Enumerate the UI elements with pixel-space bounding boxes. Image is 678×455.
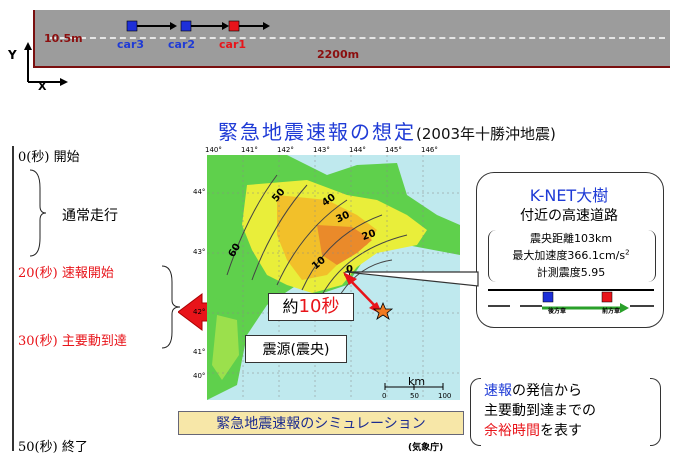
timeline-arrival: 30(秒) 主要動到達	[18, 330, 127, 349]
timeline-start: 0(秒) 開始	[18, 146, 80, 165]
title-main: 緊急地震速報の想定	[218, 120, 416, 144]
note-rest-1: の発信から	[512, 383, 582, 399]
note-bracket-left	[470, 378, 481, 446]
end-label: 終了	[61, 440, 88, 455]
epicenter-label: 震源(震央)	[262, 342, 330, 358]
scale-tick-0: 0	[382, 392, 387, 400]
arrival-label: 主要動到達	[61, 334, 127, 349]
car3-label: car3	[117, 38, 145, 51]
lon-tick-145: 145°	[385, 146, 402, 154]
knet-acceleration-value: 最大加速度366.1cm/s	[512, 249, 626, 262]
length-dimension-arrow	[35, 66, 670, 68]
road-width-label: 10.5m	[44, 32, 83, 45]
note-highlight-1: 速報	[484, 383, 512, 399]
lon-tick-144: 144°	[349, 146, 366, 154]
map-graphic	[207, 155, 460, 400]
note-bracket-right	[650, 378, 661, 446]
map-caption-text: 緊急地震速報のシミュレーション	[216, 416, 426, 432]
car3-marker	[126, 20, 138, 32]
axis-x-label: X	[38, 80, 47, 93]
knet-intensity: 計測震度5.95	[536, 266, 606, 279]
start-label: 開始	[53, 150, 80, 165]
scale-unit: km	[408, 375, 426, 388]
note-highlight-3: 余裕時間	[484, 423, 540, 439]
alert-brace	[161, 265, 181, 349]
lat-tick-41: 41°	[193, 348, 206, 356]
map-source: (気象庁)	[408, 443, 444, 453]
car1-marker	[228, 20, 240, 32]
time-0: 0(秒)	[18, 150, 50, 165]
car2-marker	[180, 20, 192, 32]
note-rest-3: を表す	[540, 423, 582, 439]
note-line-2: 主要動到達までの	[484, 403, 596, 419]
lane-divider	[50, 37, 665, 39]
lon-tick-142: 142°	[277, 146, 294, 154]
rear-car-marker	[542, 291, 554, 303]
lat-tick-44: 44°	[193, 188, 206, 196]
epicenter-star-icon	[372, 301, 394, 320]
delay-value: 10秒	[298, 296, 340, 317]
knet-title: K-NET大樹	[529, 186, 609, 205]
time-20: 20(秒)	[18, 266, 58, 281]
knet-acceleration-sup: 2	[625, 248, 630, 257]
knet-callout-pointer	[346, 271, 479, 287]
car1-label: car1	[219, 38, 247, 51]
note-text: 速報の発信から 主要動到達までの 余裕時間を表す	[484, 381, 596, 441]
front-car-marker	[601, 291, 613, 303]
page-title: 緊急地震速報の想定(2003年十勝沖地震)	[218, 116, 556, 145]
car2-label: car2	[168, 38, 196, 51]
lon-tick-140: 140°	[205, 146, 222, 154]
scale-tick-100: 100	[438, 392, 452, 400]
contour-label-0: 0	[346, 264, 353, 275]
lon-tick-143: 143°	[313, 146, 330, 154]
note-line-1: 速報の発信から	[484, 381, 596, 401]
normal-brace	[29, 169, 47, 257]
width-dimension-arrow	[33, 10, 35, 68]
alert-start-label: 速報開始	[61, 266, 114, 281]
axis-icon	[24, 42, 68, 86]
timeline-axis	[12, 146, 14, 451]
knet-acceleration: 最大加速度366.1cm/s2	[488, 247, 654, 263]
lon-tick-146: 146°	[421, 146, 438, 154]
scale-tick-50: 50	[410, 392, 419, 400]
epicenter-label-box: 震源(震央)	[245, 335, 347, 363]
knet-subtitle: 付近の高速道路	[520, 208, 618, 224]
lat-tick-43: 43°	[193, 248, 206, 256]
lat-tick-40: 40°	[193, 372, 206, 380]
title-sub: (2003年十勝沖地震)	[416, 125, 556, 143]
road-diagram	[35, 10, 670, 68]
knet-callout	[476, 172, 664, 328]
mini-road-diagram	[488, 289, 654, 313]
front-car-label: 前方車	[602, 308, 621, 315]
map-caption: 緊急地震速報のシミュレーション	[178, 411, 464, 435]
lon-tick-141: 141°	[241, 146, 258, 154]
knet-stats-paren	[488, 230, 656, 282]
knet-distance: 震央距離103km	[529, 232, 613, 245]
time-30: 30(秒)	[18, 334, 58, 349]
note-line-3: 余裕時間を表す	[484, 421, 596, 441]
delay-prefix: 約	[282, 297, 299, 316]
timeline-alert: 20(秒) 速報開始	[18, 262, 114, 281]
rear-car-label: 後方車	[548, 308, 567, 315]
road-length-label: 2200m	[317, 48, 360, 61]
car-arrows	[126, 20, 270, 32]
delay-callout: 約10秒	[268, 293, 354, 321]
normal-driving-label: 通常走行	[62, 208, 118, 224]
lat-tick-42: 42°	[193, 308, 206, 316]
time-50: 50(秒)	[18, 440, 58, 455]
timeline-end: 50(秒) 終了	[18, 436, 88, 455]
axis-y-label: Y	[8, 48, 17, 62]
